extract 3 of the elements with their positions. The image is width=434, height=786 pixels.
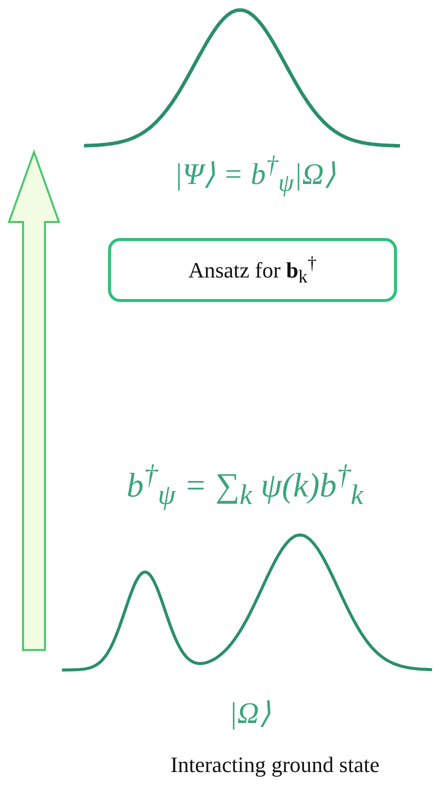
formula: |Ω⟩ xyxy=(229,696,271,731)
caption: Interacting ground state xyxy=(170,752,380,778)
formula: |Ψ⟩ = b$^{†}$$_{ψ}$|Ω⟩ xyxy=(174,152,336,198)
